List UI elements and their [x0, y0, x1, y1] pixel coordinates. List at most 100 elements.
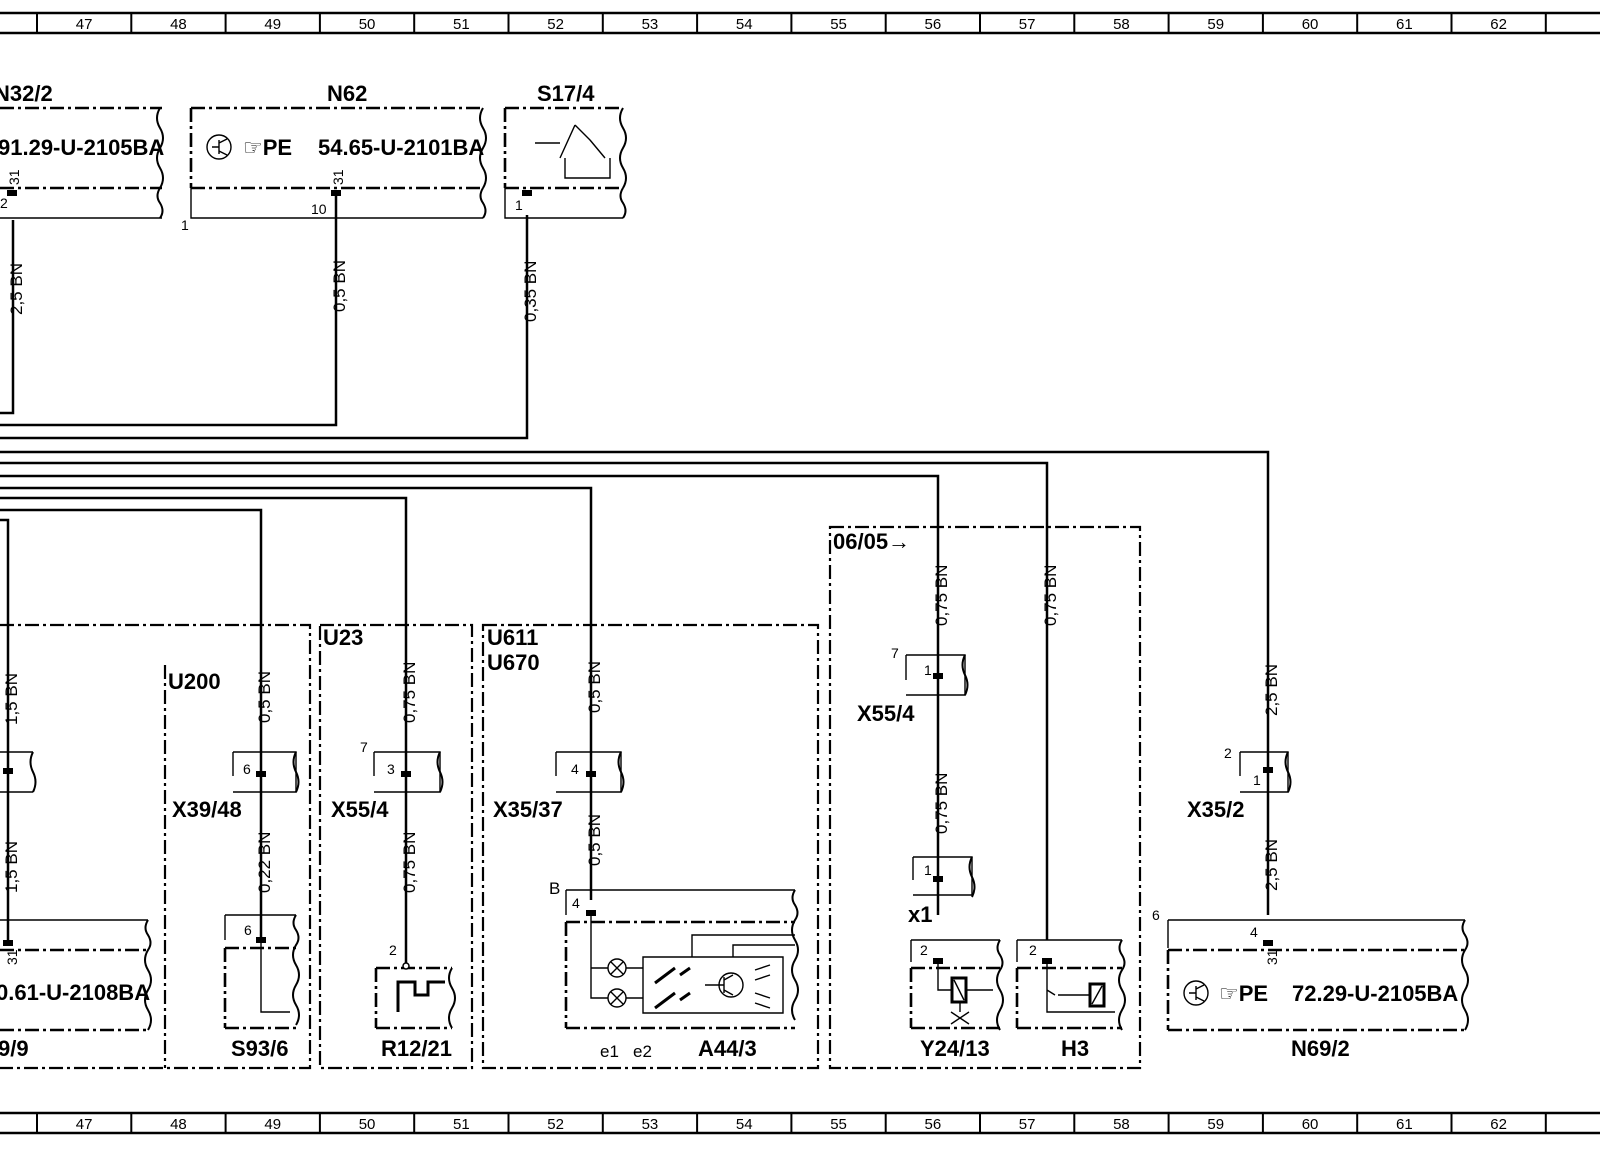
x35-37-pin: 4: [571, 761, 579, 777]
ruler-number: 58: [1113, 16, 1130, 33]
wire-label-w4: 1,5 BN: [2, 673, 21, 725]
wire-label-w5: 1,5 BN: [2, 841, 21, 893]
x55-4-a-side-pin: 7: [360, 739, 368, 755]
version-label: 06/05→: [833, 529, 910, 554]
n69-9-label: 9/9: [0, 1036, 29, 1061]
n62-ref: 54.65-U-2101BA: [318, 135, 484, 160]
x35-2-pin: 1: [1253, 772, 1261, 788]
n32-2-pin-bottom: 2: [0, 195, 8, 211]
ruler-number: 60: [1302, 1116, 1319, 1133]
x35-2-side-pin: 2: [1224, 745, 1232, 761]
wire-label-w16: 2,5 BN: [1262, 839, 1281, 891]
n69-2-label: N69/2: [1291, 1036, 1350, 1061]
x35-2-label: X35/2: [1187, 797, 1245, 822]
ruler-number: 49: [264, 1116, 281, 1133]
n62-pin-top: 31: [330, 169, 346, 185]
wire-label-w2: 0,5 BN: [330, 260, 349, 312]
x35-37-connector: 4: [555, 751, 625, 793]
x55-4-b-label: X55/4: [857, 701, 915, 726]
u23-label: U23: [323, 625, 363, 650]
ruler-number: 49: [264, 16, 281, 33]
ruler-number: 47: [76, 16, 93, 33]
a44-3-e2: e2: [633, 1042, 652, 1061]
wire-label-w13: 0,75 BN: [932, 773, 951, 834]
n62-label: N62: [327, 81, 367, 106]
h3-pin: 2: [1029, 942, 1037, 958]
wire-label-w14: 0,75 BN: [1041, 565, 1060, 626]
ruler-number: 53: [642, 16, 659, 33]
n69-2-ref-prefix: ☞PE: [1219, 981, 1268, 1006]
left-connector: [0, 751, 37, 793]
wire-label-w1: 2,5 BN: [7, 263, 26, 315]
x39-48-pin: 6: [243, 761, 251, 777]
n32-2-module: N32/2 91.29-U-2105BA 31 2: [0, 81, 164, 219]
s93-6-pin: 6: [244, 922, 252, 938]
x35-2-connector: 1 2: [1224, 745, 1292, 793]
n32-2-pin-top: 31: [6, 169, 22, 185]
n69-2-pin: 31: [1264, 949, 1280, 965]
ruler-number: 51: [453, 1116, 470, 1133]
u670-label: U670: [487, 650, 540, 675]
wire-label-w6: 0,5 BN: [255, 671, 274, 723]
n62-side-pin: 1: [181, 217, 189, 233]
u200-label: U200: [168, 669, 221, 694]
ruler-number: 47: [76, 1116, 93, 1133]
a44-3-label: A44/3: [698, 1036, 757, 1061]
wire-label-w12: 0,75 BN: [932, 565, 951, 626]
group-left-box: [0, 623, 312, 1070]
wire-label-w11: 0,5 BN: [585, 814, 604, 866]
ruler-number: 59: [1207, 1116, 1224, 1133]
ruler-number: 61: [1396, 16, 1413, 33]
n62-pin-bottom: 10: [311, 201, 327, 217]
x39-48-connector: 6: [232, 751, 300, 793]
s17-4-switch: S17/4 1: [503, 81, 627, 219]
a44-3-module: 4 B e1 e2 A44/3: [549, 879, 799, 1061]
x55-4-connector-a: 3 7: [360, 739, 444, 793]
wire-label-w8: 0,75 BN: [400, 662, 419, 723]
ruler-number: 57: [1019, 1116, 1036, 1133]
x55-4-b-side-pin: 7: [891, 645, 899, 661]
ground-bus: [0, 195, 1270, 967]
u611-label: U611: [487, 625, 538, 650]
a44-3-e1: e1: [600, 1042, 619, 1061]
x39-48-label: X39/48: [172, 797, 242, 822]
x55-4-a-pin: 3: [387, 761, 395, 777]
ruler-number: 50: [359, 1116, 376, 1133]
ruler-number: 54: [736, 1116, 753, 1133]
y24-13-valve: 2: [909, 939, 1004, 1031]
s17-4-label: S17/4: [537, 81, 595, 106]
ruler-number: 54: [736, 16, 753, 33]
ruler-number: 60: [1302, 16, 1319, 33]
ruler-number: 52: [547, 16, 564, 33]
ruler-number: 53: [642, 1116, 659, 1133]
wire-label-w9: 0,75 BN: [400, 832, 419, 893]
ruler-number: 55: [830, 16, 847, 33]
n69-2-pin-top: 4: [1250, 924, 1258, 940]
version-box: [828, 525, 1142, 1070]
r12-21-resistor: 2: [374, 942, 456, 1030]
ruler-number: 62: [1490, 16, 1507, 33]
s17-4-pin: 1: [515, 197, 523, 213]
n32-2-label: N32/2: [0, 81, 53, 106]
x55-4-connector-b: 1 7: [891, 645, 969, 696]
x1-pin: 1: [924, 862, 932, 878]
ruler-number: 55: [830, 1116, 847, 1133]
n62-ref-prefix: ☞PE: [243, 135, 292, 160]
ruler-number: 48: [170, 1116, 187, 1133]
wire-label-w10: 0,5 BN: [585, 661, 604, 713]
ruler-number: 51: [453, 16, 470, 33]
n69-2-module: 4 31 6 ☞PE 72.29-U-2105BA: [1152, 907, 1469, 1032]
h3-horn: 2: [1015, 939, 1126, 1031]
ruler-number: 57: [1019, 16, 1036, 33]
x55-4-a-label: X55/4: [331, 797, 389, 822]
ruler-number: 58: [1113, 1116, 1130, 1133]
a44-3-pin: 4: [572, 895, 580, 911]
x55-4-b-pin: 1: [924, 662, 932, 678]
u23-box: [318, 623, 474, 1070]
n69-9-ref: 0.61-U-2108BA: [0, 980, 150, 1005]
n69-2-ref: 72.29-U-2105BA: [1292, 981, 1458, 1006]
n69-2-side-pin: 6: [1152, 907, 1160, 923]
